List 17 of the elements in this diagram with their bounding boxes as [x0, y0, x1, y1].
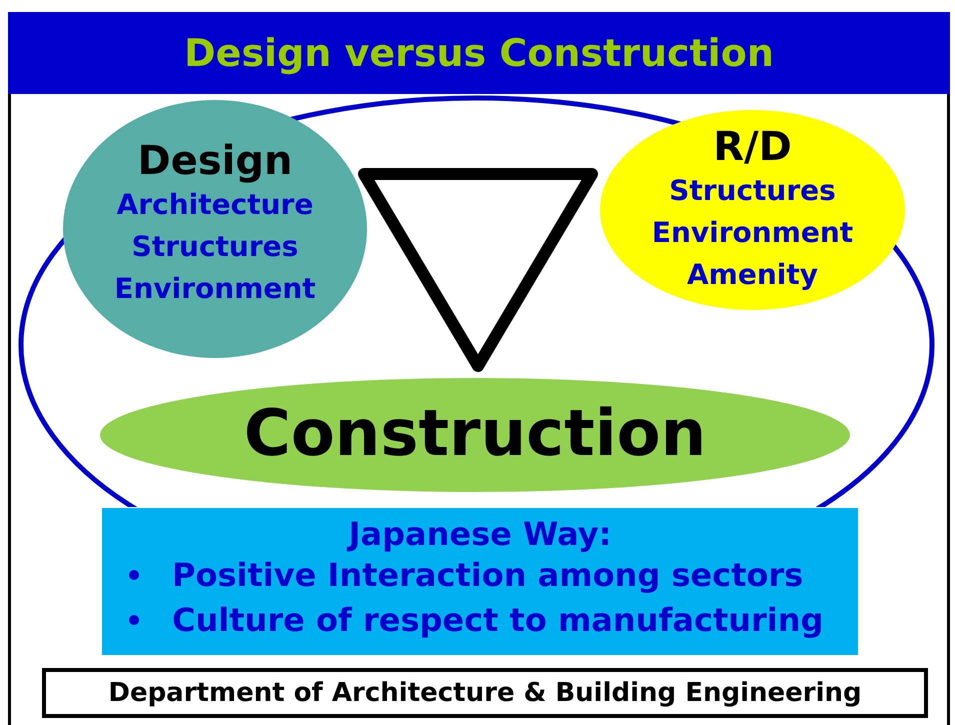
heading: Design: [136, 138, 294, 184]
triangle-drawing: [356, 166, 600, 374]
list-item: Architecture: [116, 187, 314, 223]
title-text: Design versus Construction: [184, 31, 774, 75]
footer-box: [42, 668, 928, 718]
bullet-text: Positive Interaction among sectors: [172, 554, 804, 596]
note-panel: [102, 508, 858, 655]
list-item: Structures: [130, 229, 300, 265]
footer-text: Department of Architecture & Building Engineering: [108, 678, 862, 708]
heading: Construction: [244, 398, 706, 472]
heading: R/D: [712, 124, 793, 170]
list-item: Amenity: [686, 257, 819, 293]
list-item: Environment: [113, 271, 317, 307]
bullet-text: Culture of respect to manufacturing: [172, 600, 824, 641]
heading: Japanese Way:: [346, 516, 612, 553]
list-item: Environment: [650, 215, 854, 251]
list-item: Structures: [668, 173, 837, 209]
